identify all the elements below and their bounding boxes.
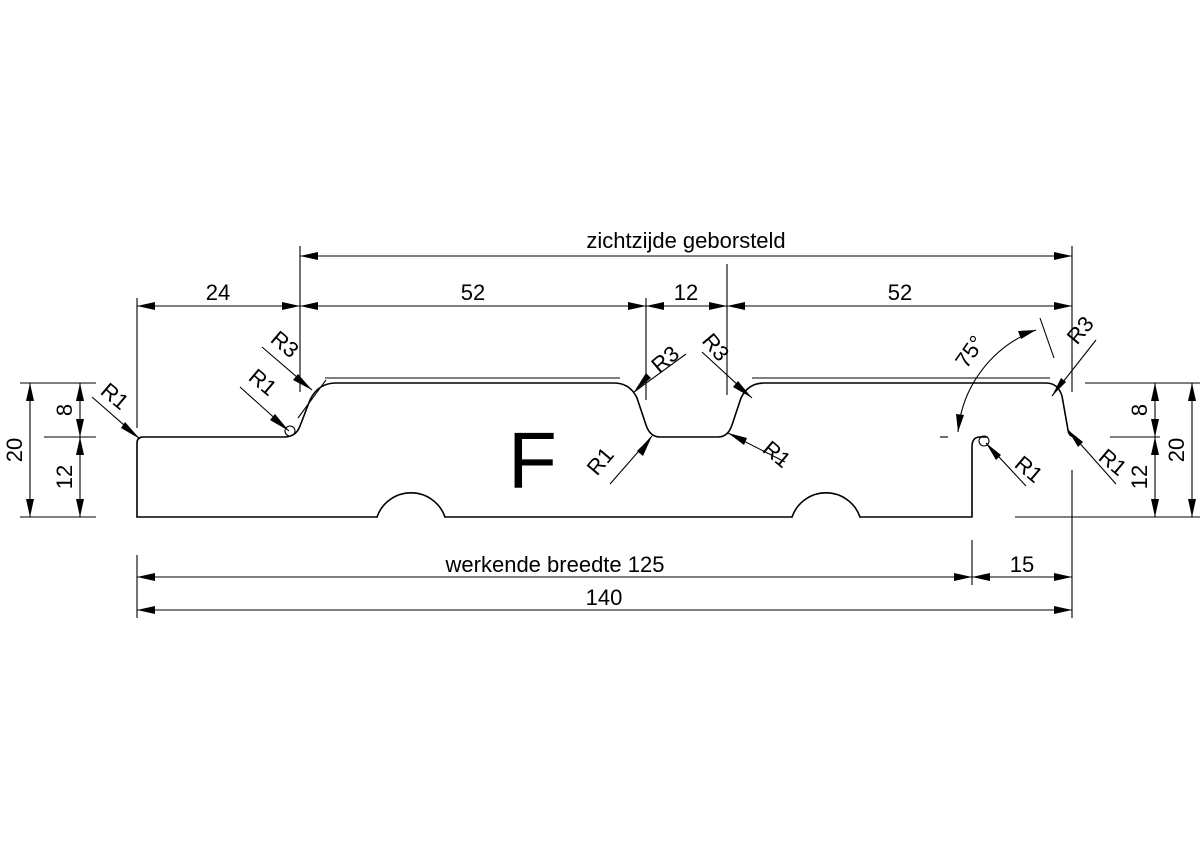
angle-label: 75° [950, 331, 990, 373]
dim-lower-left: 12 [52, 465, 77, 489]
dim-52-left: 52 [461, 280, 485, 305]
visible-side-label: zichtzijde geborsteld [586, 228, 785, 253]
radius-label-r1-right-edge: R1 [1094, 444, 1132, 481]
dim-height-left: 20 [2, 438, 27, 462]
profile-letter: F [508, 416, 557, 505]
radius-leaders [91, 339, 1117, 487]
dimension-lines [26, 252, 1196, 614]
radius-label-r3-left-groove: R3 [266, 326, 304, 363]
radius-label-r1-center-left: R1 [582, 442, 619, 480]
radius-label-r1-center-right: R1 [758, 436, 796, 473]
working-width-label: werkende breedte 125 [445, 552, 665, 577]
dim-12-top: 12 [674, 280, 698, 305]
angle-annotation [956, 317, 1055, 433]
dim-upper-right: 8 [1127, 404, 1152, 416]
dim-140: 140 [586, 585, 623, 610]
profile-outline [136, 377, 1077, 518]
dim-15: 15 [1010, 552, 1034, 577]
radius-label-r3-center-right: R3 [697, 328, 734, 366]
radius-label-r1-left-edge: R1 [96, 378, 134, 415]
radius-label-r1-right-groove: R1 [1010, 451, 1048, 488]
dim-lower-right: 12 [1127, 465, 1152, 489]
radius-label-r3-center-left: R3 [646, 341, 684, 378]
dim-upper-left: 8 [52, 404, 77, 416]
dim-height-right: 20 [1164, 438, 1189, 462]
dim-24: 24 [206, 280, 230, 305]
dim-52-right: 52 [888, 280, 912, 305]
